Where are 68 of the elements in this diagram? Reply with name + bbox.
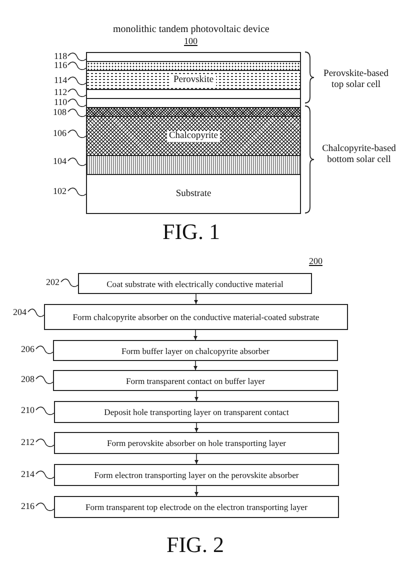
layer (86, 174, 301, 214)
hatched-layer (86, 61, 301, 71)
figure-label: FIG. 1 (162, 219, 220, 244)
reference-number: 212 (21, 437, 34, 447)
reference-number: 106 (53, 128, 66, 138)
leader-line (36, 502, 54, 511)
arrow (194, 454, 198, 464)
reference-number: 202 (46, 277, 60, 287)
leader-line (36, 376, 54, 384)
bracket-label: Perovskite-based top solar cell (322, 69, 390, 91)
layer-label: Chalcopyrite (166, 130, 220, 142)
leader-line (68, 62, 86, 70)
arrow (194, 390, 198, 402)
process-box: Form transparent contact on buffer layer (53, 370, 338, 391)
hatched-layer (86, 116, 301, 156)
leader-line (36, 406, 54, 415)
leader-line (68, 98, 86, 107)
leader-line (28, 308, 44, 317)
layer-label: Substrate (174, 188, 214, 200)
reference-number: 114 (54, 75, 68, 85)
reference-number: 206 (21, 344, 34, 354)
figure-label: FIG. 2 (166, 532, 224, 558)
reference-number: 118 (54, 51, 68, 61)
bracket-label: Chalcopyrite-based bottom solar cell (321, 144, 397, 166)
process-box: Deposit hole transporting layer on transparent contact (54, 401, 339, 423)
reference-number: 108 (53, 107, 66, 117)
leader-line (68, 188, 86, 196)
reference-number: 116 (54, 60, 68, 70)
leader-line (68, 76, 86, 85)
reference-number: 200 (309, 256, 322, 266)
layer (86, 52, 301, 62)
figure-title: monolithic tandem photovoltaic device (113, 24, 270, 36)
reference-number: 102 (53, 186, 66, 196)
leader-line (68, 88, 86, 97)
reference-number: 112 (54, 87, 68, 97)
leader-line (60, 278, 78, 287)
reference-number: 110 (54, 97, 68, 107)
hatched-layer (86, 107, 301, 117)
arrow (194, 330, 198, 340)
reference-number: 208 (21, 374, 34, 384)
reference-number: 216 (21, 501, 34, 511)
layer (86, 89, 301, 99)
arrow (194, 294, 198, 304)
reference-number: 214 (21, 469, 34, 479)
reference-number: 210 (21, 405, 34, 415)
leader-line (36, 438, 54, 447)
process-box: Form perovskite absorber on hole transporting layer (54, 432, 339, 454)
process-box: Form buffer layer on chalcopyrite absorber (53, 340, 338, 361)
arrow (194, 422, 198, 432)
hatched-layer (86, 155, 301, 175)
leader-line (68, 108, 86, 117)
arrow (194, 486, 198, 496)
layer (86, 98, 301, 108)
leader-line (68, 130, 86, 138)
process-box: Coat substrate with electrically conductive material (78, 273, 312, 294)
leader-line (36, 470, 54, 479)
leader-line (68, 52, 86, 61)
reference-number: 204 (13, 307, 26, 317)
process-box: Form transparent top electrode on the electron transporting layer (54, 496, 339, 518)
leader-line (68, 158, 86, 166)
arrow (194, 360, 198, 370)
leader-line (36, 346, 54, 354)
process-box: Form electron transporting layer on the perovskite absorber (54, 464, 339, 486)
reference-number: 104 (53, 156, 66, 166)
process-box: Form chalcopyrite absorber on the conductive material-coated substrate (44, 304, 348, 330)
layer-label: Perovskite (171, 74, 216, 86)
reference-number: 100 (184, 36, 198, 46)
hatched-layer (86, 70, 301, 90)
